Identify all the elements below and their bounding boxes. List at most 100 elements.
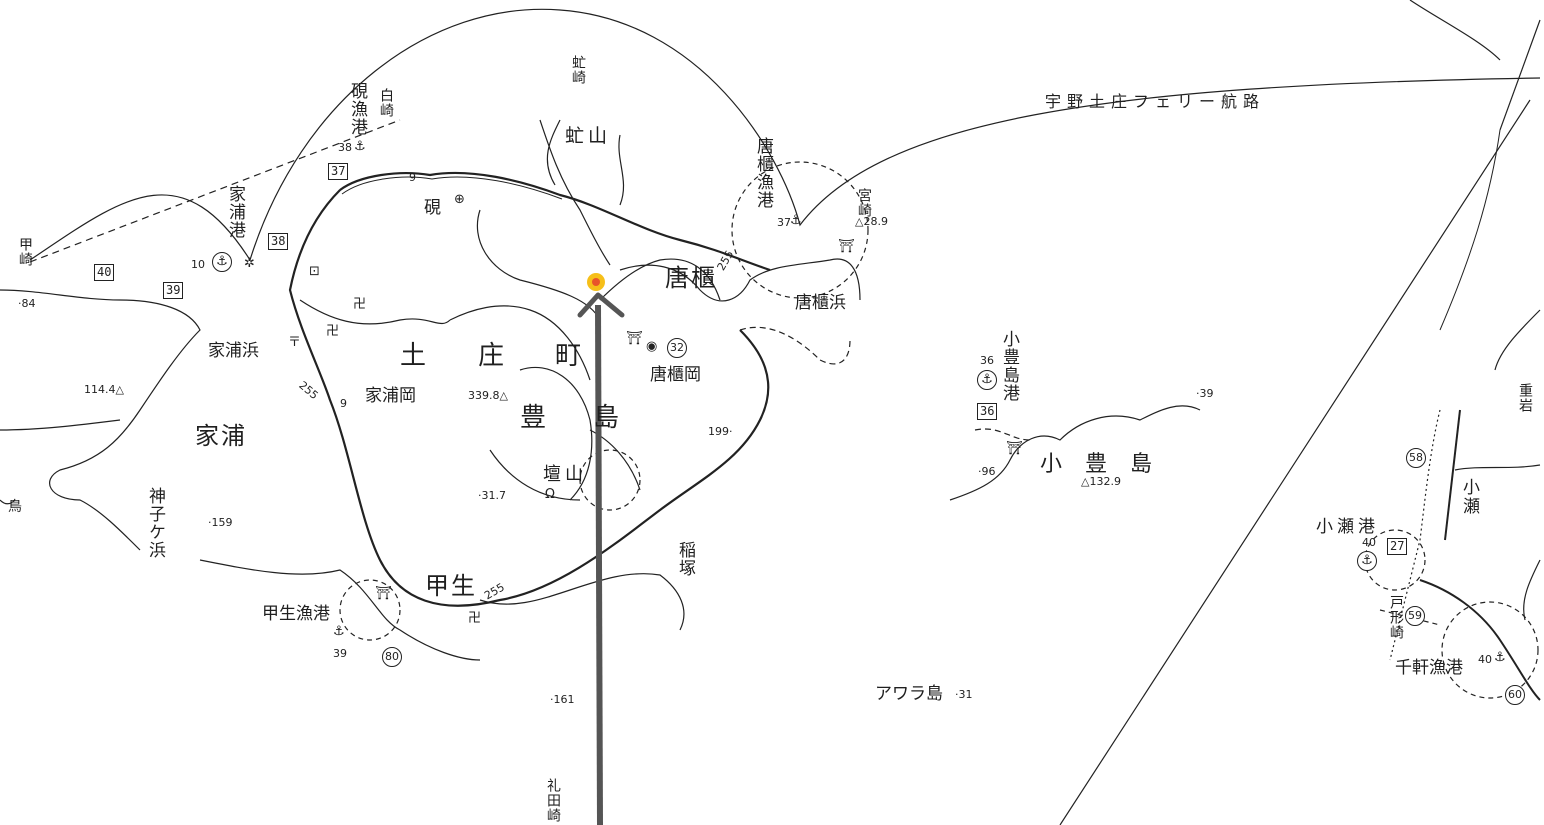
road-label-9-mid: 9	[340, 397, 347, 410]
circled-number-32: 32	[667, 338, 687, 358]
island-label-te: 豊	[520, 403, 549, 433]
ferry-route-to-edge	[1439, 129, 1501, 331]
elevation-317: ·31.7	[478, 489, 506, 502]
route-number-39: 39	[163, 282, 184, 299]
circled-number-58: 58	[1406, 448, 1426, 468]
elevation-31: ·31	[955, 688, 973, 701]
ferry-route-right-1	[1059, 99, 1531, 825]
elevation-96: ·96	[978, 465, 996, 478]
temple-icon: 卍	[326, 324, 340, 339]
place-tokatasaki: 戸形崎	[1388, 595, 1404, 640]
factory-icon: ⊡	[309, 264, 320, 279]
karato-coast	[619, 258, 861, 302]
ferry-route-arc	[29, 8, 1541, 262]
teshima-inner-road-4	[489, 449, 581, 501]
place-edge-island: 鳥	[8, 499, 22, 515]
elevation-132: △132.9	[1081, 475, 1121, 488]
shoteshima-coast	[949, 405, 1201, 501]
place-dansan: 壇山	[543, 464, 587, 485]
mizuyama-coast	[539, 119, 611, 266]
place-karatohama: 唐櫃浜	[795, 293, 846, 313]
place-kamikogahama: 神子ケ浜	[145, 487, 165, 559]
anchor-number-shoteshima: 36	[980, 354, 994, 367]
anchor-icon: ⚓	[1494, 650, 1506, 665]
shrine-icon: ⛩	[375, 586, 392, 601]
anchor-icon: ⚓	[212, 252, 232, 272]
port-ieura: 家浦港	[225, 185, 245, 239]
anchor-icon: ⚓	[790, 213, 802, 228]
awara-label: アワラ島	[875, 684, 943, 704]
arrow-pointer-icon	[577, 292, 625, 825]
town-label-sho: 庄	[478, 341, 507, 371]
elevation-199: 199·	[708, 425, 733, 438]
tomb-icon: Ω	[545, 487, 555, 502]
town-label-cho: 町	[555, 341, 584, 371]
port-karato: 唐櫃漁港	[753, 137, 773, 209]
place-miyasaki: 宮崎	[856, 188, 872, 218]
port-shoteshima: 小豊島港	[999, 330, 1019, 402]
district-ieura: 家浦	[195, 422, 247, 450]
route-number-27: 27	[1387, 538, 1408, 555]
port-kose: 小瀬港	[1316, 517, 1379, 537]
kose-coast	[1389, 409, 1441, 661]
ferry-route-label: 宇野土庄フェリー航路	[1045, 92, 1266, 111]
place-mizuyama: 虻山	[565, 125, 612, 147]
shoteshima-label: 小 豊 島	[1040, 452, 1160, 477]
elevation-161: ·161	[550, 693, 575, 706]
teshima-main-road	[288, 171, 771, 607]
route-number-36: 36	[977, 403, 998, 420]
anchor-number-suzuri: 38	[338, 141, 352, 154]
ferry-route-dashed	[29, 119, 401, 263]
district-kou: 甲生	[425, 572, 477, 600]
place-mizusaki: 虻崎	[570, 55, 586, 85]
elevation-84: ·84	[18, 297, 36, 310]
ferry-route-top-right	[1409, 0, 1501, 61]
shrine-icon: ⛩	[1006, 441, 1023, 456]
school-icon: ⊕	[454, 192, 465, 207]
teshima-inner-road-6	[599, 258, 721, 301]
karato-port-circle	[731, 161, 869, 299]
anchor-number-sengen: 40	[1478, 653, 1492, 666]
elevation-339: 339.8△	[468, 389, 508, 402]
place-kakigaoka: 家浦岡	[365, 386, 416, 406]
anchor-number-kose: 40	[1362, 536, 1376, 549]
town-label-do: 土	[400, 341, 429, 371]
anchor-icon: ⚓	[354, 139, 366, 154]
port-sengen: 千軒漁港	[1395, 658, 1463, 678]
elevation-114: 114.4△	[84, 383, 124, 396]
port-suzuri: 硯漁港	[347, 82, 367, 136]
elevation-159: ·159	[208, 516, 233, 529]
teshima-inner-road-1	[476, 209, 601, 321]
district-karato: 唐櫃	[665, 264, 717, 292]
place-suzuri: 硯	[424, 198, 441, 218]
route-number-38: 38	[268, 233, 289, 250]
south-coast	[479, 573, 685, 631]
district-kose: 小瀬	[1459, 478, 1479, 516]
place-kabutosaki: 甲崎	[17, 237, 33, 267]
ferry-route-right-2	[1499, 19, 1541, 131]
island-label-shima: 島	[593, 403, 622, 433]
place-inazuka: 稲塚	[675, 541, 695, 577]
anchor-number-ieura: 10	[191, 258, 205, 271]
anchor-icon: ⚓	[333, 624, 345, 639]
kou-coast	[199, 559, 481, 661]
place-shirosaki: 白崎	[378, 88, 394, 118]
anchor-icon: ⚓	[1357, 551, 1377, 571]
place-ieurahama: 家浦浜	[208, 341, 259, 361]
teshima-inner-road-7	[299, 299, 451, 325]
anchor-number-karato: 37	[777, 216, 791, 229]
place-edge-right: 重岩	[1517, 383, 1533, 413]
ieura-coast-2	[0, 419, 121, 431]
place-fudasaki: 礼田崎	[545, 778, 561, 823]
elevation-28: △28.9	[855, 215, 888, 228]
teshima-inner-road-2	[449, 305, 591, 381]
shrine-icon: ⛩	[626, 331, 643, 346]
elevation-39: ·39	[1196, 387, 1214, 400]
anchor-number-kou: 39	[333, 647, 347, 660]
temple-icon: 卍	[468, 611, 482, 626]
shrine-icon: ⛩	[838, 239, 855, 254]
sengen-port-circle	[1441, 601, 1539, 699]
teshima-inner-road-3	[519, 366, 593, 501]
circled-number-59: 59	[1405, 606, 1425, 626]
